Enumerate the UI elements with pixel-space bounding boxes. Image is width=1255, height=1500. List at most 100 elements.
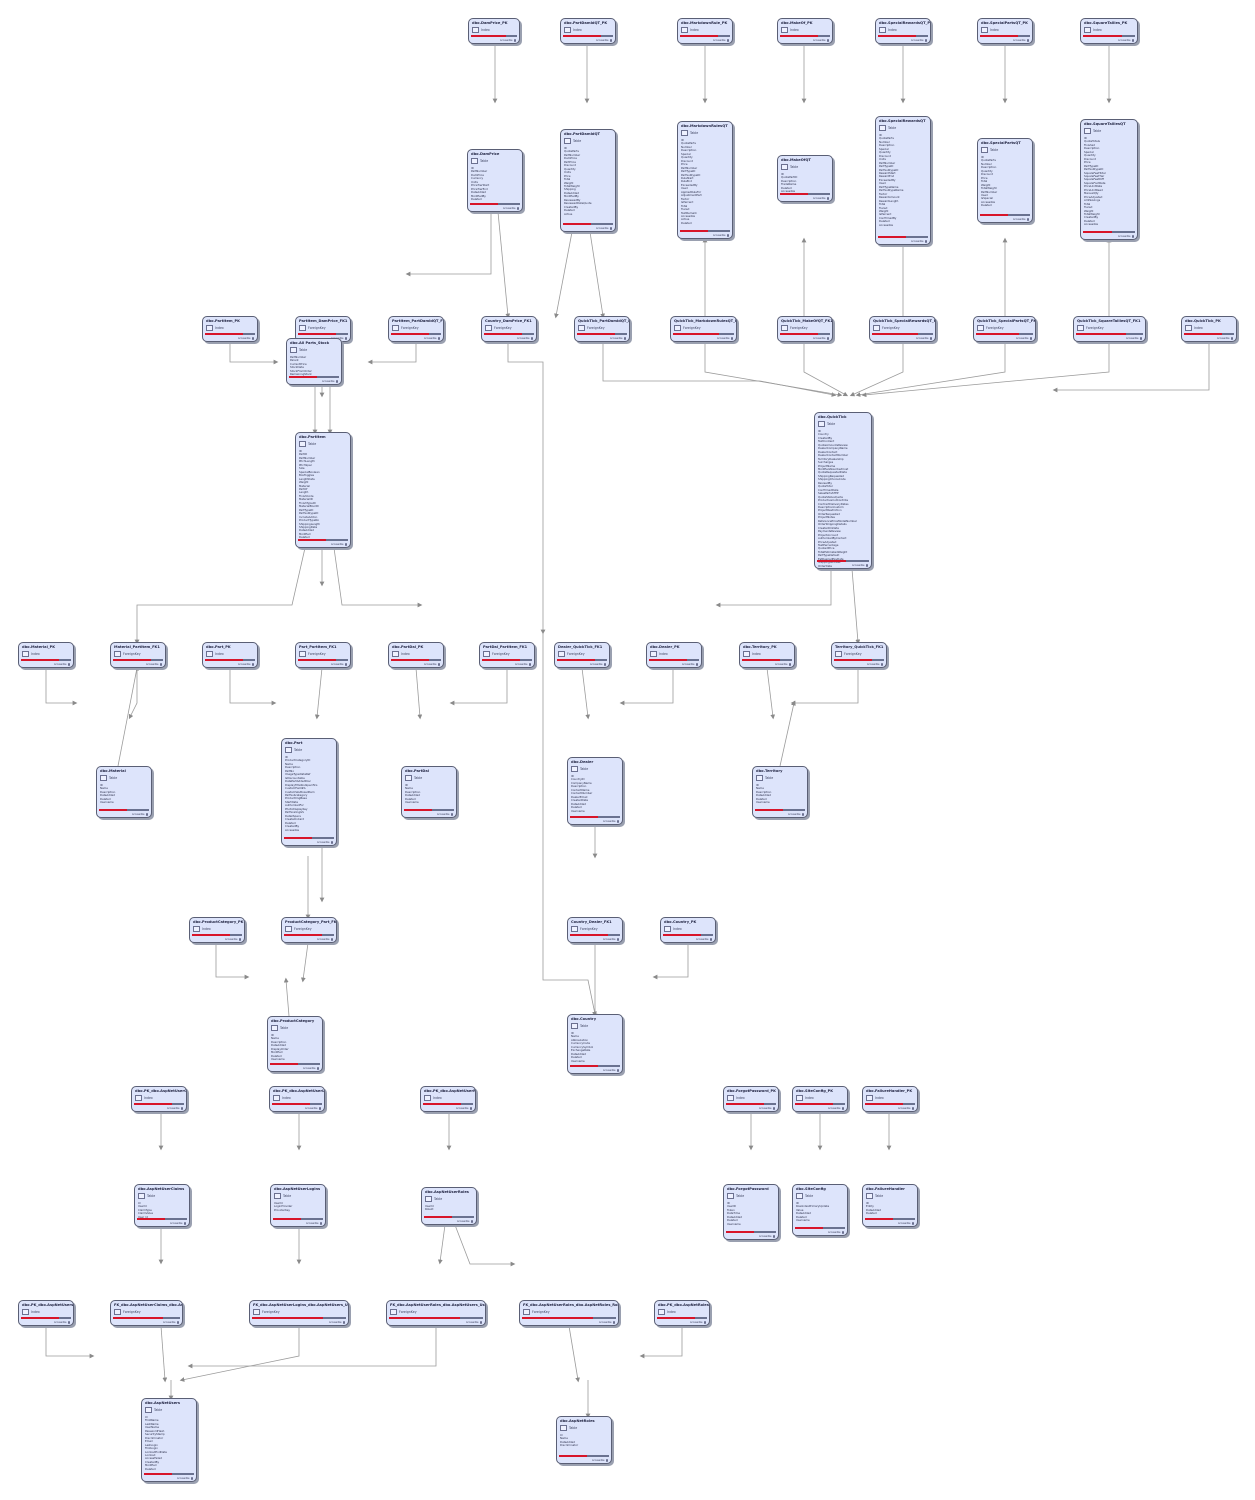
field-name: Discount — [879, 153, 891, 158]
entity-kind: Index — [190, 925, 244, 933]
status-bar-fill — [878, 35, 916, 37]
relationship-line — [449, 668, 508, 706]
index-entity[interactable]: dbo.PK_dbo.AspNetUserRolesIndexAccessibl… — [420, 1086, 476, 1112]
footer-label: Accessible — [827, 1231, 841, 1234]
entity-kind-label: ForeignKey — [580, 927, 598, 931]
field-name: DateTime — [727, 1211, 741, 1216]
foreign-key-entity[interactable]: FK_dbo.AspNetUserRoles_dbo.AspNetRoles_R… — [519, 1300, 619, 1326]
footer-label: Accessible — [330, 543, 344, 546]
entity-kind: Table — [753, 774, 807, 782]
field-name: Quantity — [981, 168, 993, 173]
field-name: ID — [879, 133, 882, 137]
settings-icon — [1131, 235, 1134, 238]
index-entity[interactable]: dbo.PK_dbo.AspNetUserLoginsIndexAccessib… — [269, 1086, 325, 1112]
field-name: CustomSkuBoxedItem — [285, 789, 315, 794]
field-name: Deleted — [756, 796, 767, 801]
settings-icon — [709, 938, 712, 941]
field-name: PartTypeID — [299, 507, 314, 512]
entity-kind-label: ForeignKey — [308, 326, 326, 330]
entity-title: Territory_QuickTick_FK1 — [835, 645, 884, 649]
entity-kind: Table — [724, 1192, 778, 1200]
foreign-key-entity[interactable]: QuickTick_PartDamIdQT_FK1ForeignKeyAcces… — [574, 316, 630, 342]
footer-label: Accessible — [131, 813, 145, 816]
foreign-key-entity[interactable]: FK_dbo.AspNetUserRoles_dbo.AspNetUsers_U… — [386, 1300, 486, 1326]
foreign-key-entity[interactable]: FK_dbo.AspNetUserLogins_dbo.AspNetUsers_… — [249, 1300, 349, 1326]
field-name: Description — [1084, 146, 1100, 151]
field-name: CustomField#A — [285, 786, 306, 791]
field-name: ProjectNotes — [818, 515, 835, 520]
field-name: DateAdded — [564, 190, 579, 195]
relationship-line — [367, 342, 417, 365]
field-name: IsDiscountable — [285, 775, 305, 780]
field-name: UserId — [138, 1204, 147, 1209]
entity-footer: Accessible — [898, 1222, 914, 1225]
status-bar — [482, 659, 532, 661]
foreign-key-entity[interactable]: FK_dbo.AspNetUserClaims_dbo.AspNetUsers_… — [110, 1300, 183, 1326]
key-icon — [1084, 27, 1091, 33]
status-bar — [404, 809, 454, 811]
index-entity[interactable]: dbo.PK_dbo.AspNetUserClaimsIndexAccessib… — [131, 1086, 187, 1112]
field-name: PriceUnitRead — [1084, 187, 1103, 192]
